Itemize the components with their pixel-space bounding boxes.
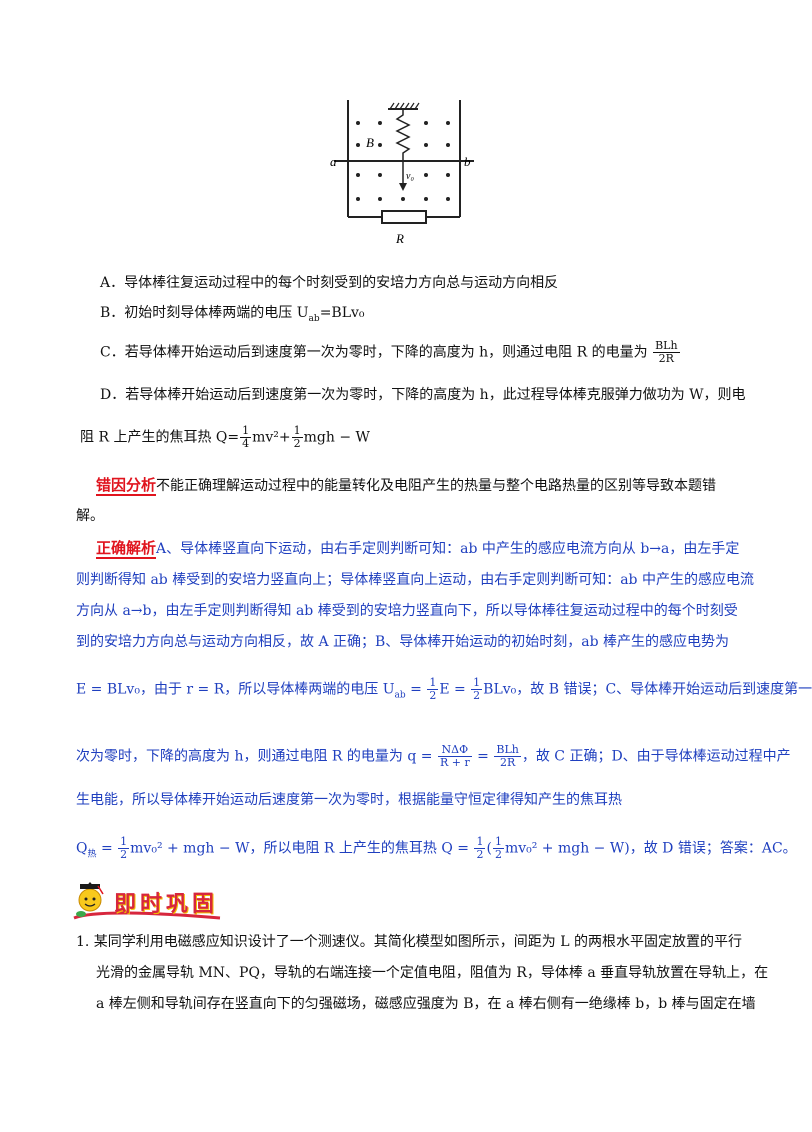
frac-num: 1 bbox=[291, 424, 303, 438]
l8-sub: 热 bbox=[87, 849, 97, 860]
option-c: C．若导体棒开始运动后到速度第一次为零时，下降的高度为 h，则通过电阻 R 的电… bbox=[100, 340, 730, 365]
circuit-figure: a b B v₀ R bbox=[330, 100, 474, 246]
l5-b: = bbox=[405, 681, 427, 698]
error-analysis-text: 不能正确理解运动过程中的能量转化及电阻产生的热量与整个电路热量的区别等导致本题错 bbox=[156, 478, 717, 494]
frac-den: 2 bbox=[293, 437, 301, 450]
l8-a: Q bbox=[76, 840, 88, 857]
option-b-sub: ab bbox=[308, 313, 320, 324]
mascot-icon bbox=[73, 882, 221, 920]
frac-den: 4 bbox=[242, 437, 250, 450]
l8-d: ( bbox=[486, 840, 492, 857]
option-c-text: C．若导体棒开始运动后到速度第一次为零时，下降的高度为 h，则通过电阻 R 的电… bbox=[100, 344, 648, 361]
frac-num: BLh bbox=[494, 743, 521, 757]
frac-num: 1 bbox=[118, 835, 130, 849]
frac-den: 2 bbox=[429, 689, 437, 702]
l5-sub: ab bbox=[394, 690, 406, 701]
label-b: b bbox=[464, 154, 471, 169]
frac-den: 2 bbox=[473, 689, 481, 702]
section-banner: 即时巩固 bbox=[70, 878, 230, 922]
solution-tag: 正确解析 bbox=[96, 539, 157, 559]
option-b-prefix: B．初始时刻导体棒两端的电压 U bbox=[100, 305, 309, 321]
solution-line4: 到的安培力方向总与运动方向相反，故 A 正确；B、导体棒开始运动的初始时刻，ab… bbox=[76, 634, 730, 650]
frac-num: BLh bbox=[653, 339, 680, 353]
frac-den: 2 bbox=[120, 848, 128, 861]
error-analysis-line1: 错因分析不能正确理解运动过程中的能量转化及电阻产生的热量与整个电路热量的区别等导… bbox=[96, 475, 730, 496]
error-analysis-line2: 解。 bbox=[76, 508, 104, 524]
frac-num: 1 bbox=[471, 676, 483, 690]
problem-line2: 光滑的金属导轨 MN、PQ，导轨的右端连接一个定值电阻，阻值为 R，导体棒 a … bbox=[96, 965, 769, 981]
option-d-mid: mv²+ bbox=[252, 429, 291, 446]
frac-den: 2 bbox=[476, 848, 484, 861]
option-b-suffix: =BLv₀ bbox=[319, 305, 365, 321]
option-d-end: mgh − W bbox=[303, 429, 370, 446]
problem-line1: 1. 某同学利用电磁感应知识设计了一个测速仪。其简化模型如图所示，间距为 L 的… bbox=[76, 934, 743, 950]
frac-num: NΔΦ bbox=[437, 744, 472, 757]
frac-num: 1 bbox=[474, 835, 486, 849]
label-v0: v₀ bbox=[406, 171, 414, 182]
frac-num: 1 bbox=[427, 676, 439, 690]
l8-b: = bbox=[96, 840, 118, 857]
l6-a: 次为零时，下降的高度为 h，则通过电阻 R 的电量为 q = bbox=[76, 748, 437, 765]
frac-den: R + r bbox=[439, 756, 470, 769]
frac-num: 1 bbox=[240, 424, 252, 438]
l6-c: ，故 C 正确；D、由于导体棒运动过程中产 bbox=[521, 748, 791, 765]
l5-a: E = BLv₀，由于 r = R，所以导体棒两端的电压 U bbox=[76, 681, 395, 698]
option-a: A．导体棒往复运动过程中的每个时刻受到的安培力方向总与运动方向相反 bbox=[100, 275, 559, 291]
frac-den: 2R bbox=[658, 352, 674, 365]
frac-den: 2R bbox=[499, 756, 516, 769]
frac-den: 2 bbox=[494, 848, 502, 861]
label-B: B bbox=[366, 135, 374, 150]
solution-line3: 方向从 a→b，由左手定则判断得知 ab 棒受到的安培力竖直向下，所以导体棒往复… bbox=[76, 603, 738, 619]
label-R: R bbox=[395, 231, 404, 246]
solution-line1: 正确解析A、导体棒竖直向下运动，由右手定则判断可知：ab 中产生的感应电流方向从… bbox=[96, 538, 739, 559]
l8-e: mv₀² + mgh − W)，故 D 错误；答案：AC。 bbox=[504, 840, 797, 857]
option-b: B．初始时刻导体棒两端的电压 Uab=BLv₀ bbox=[100, 303, 730, 329]
option-d-prefix: 阻 R 上产生的焦耳热 Q= bbox=[80, 429, 240, 446]
solution-line7: 生电能，所以导体棒开始运动后速度第一次为零时，根据能量守恒定律得知产生的焦耳热 bbox=[76, 792, 622, 808]
problem-line3: a 棒左侧和导轨间存在竖直向下的匀强磁场，磁感应强度为 B，在 a 棒右侧有一绝… bbox=[96, 996, 756, 1012]
l6-b: = bbox=[472, 748, 494, 765]
error-analysis-tag: 错因分析 bbox=[96, 476, 157, 496]
l8-c: mv₀² + mgh − W，所以电阻 R 上产生的焦耳热 Q = bbox=[130, 840, 474, 857]
solution-text: A、导体棒竖直向下运动，由右手定则判断可知：ab 中产生的感应电流方向从 b→a… bbox=[156, 541, 740, 557]
l5-c: E = bbox=[439, 681, 471, 698]
l5-d: BLv₀，故 B 错误；C、导体棒开始运动后到速度第一 bbox=[483, 681, 812, 698]
frac-num: 1 bbox=[492, 835, 504, 849]
label-a: a bbox=[330, 154, 337, 169]
option-d-line1: D．若导体棒开始运动后到速度第一次为零时，下降的高度为 h，此过程导体棒克服弹力… bbox=[100, 387, 746, 403]
banner-title: 即时巩固 bbox=[114, 892, 219, 917]
solution-line2: 则判断得知 ab 棒受到的安培力竖直向上；导体棒竖直向上运动，由右手定则判断可知… bbox=[76, 572, 754, 588]
